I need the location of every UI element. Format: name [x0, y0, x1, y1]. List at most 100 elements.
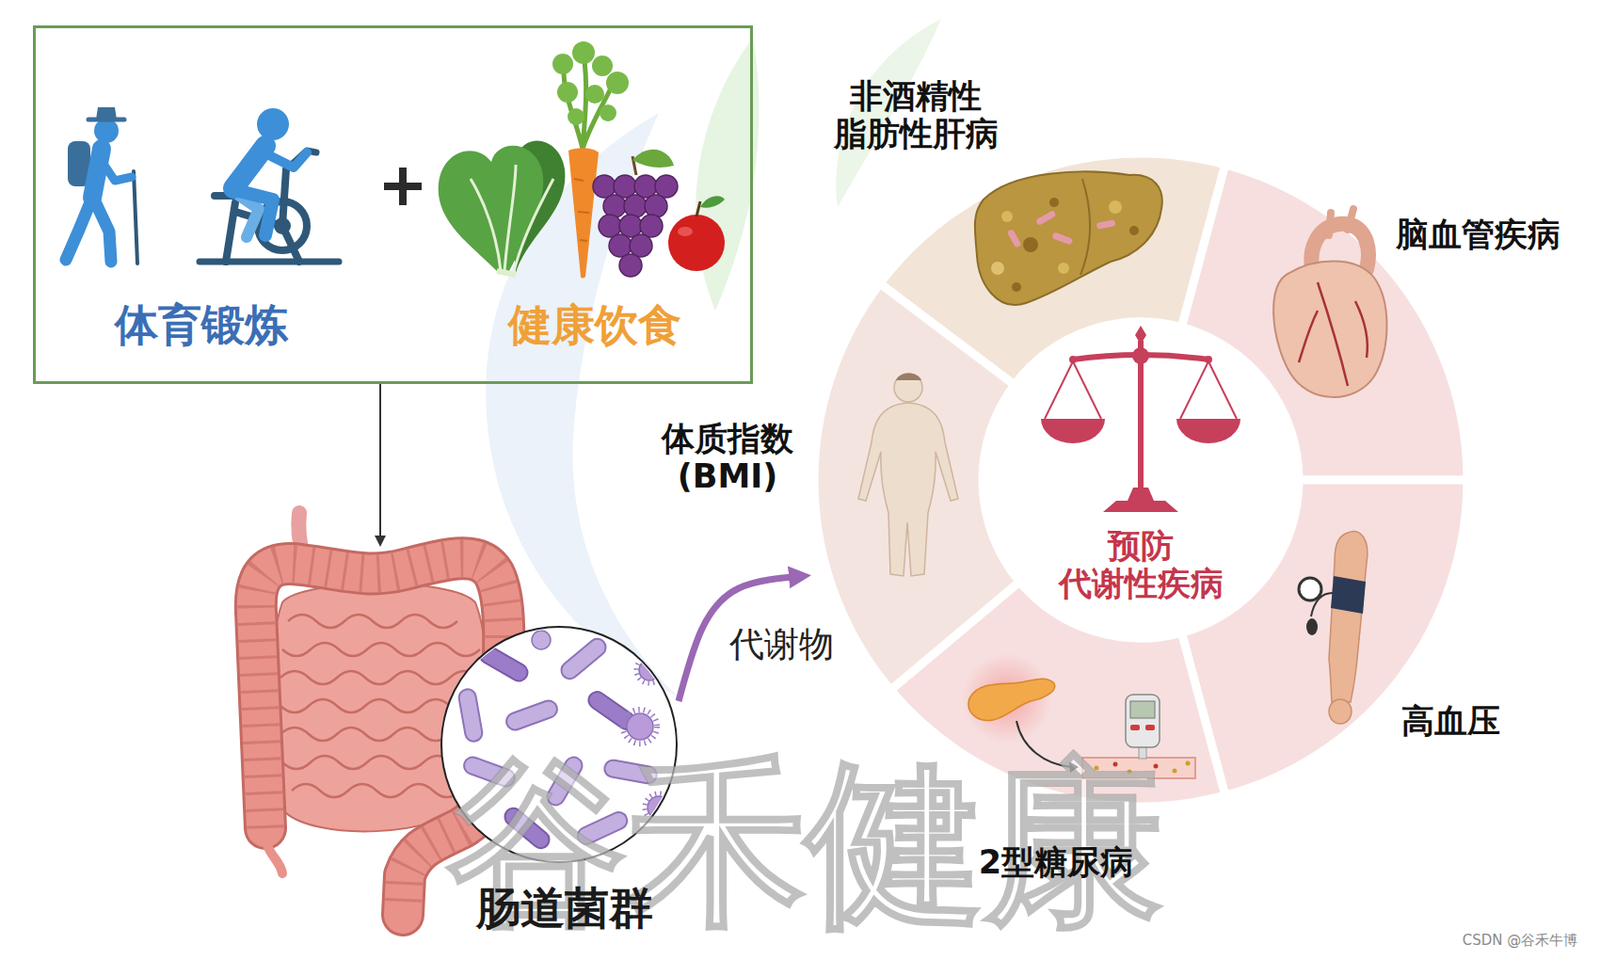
segment-label: 2型糖尿病 [978, 843, 1134, 881]
hiker-icon [65, 107, 138, 264]
liver-illustration-part [1011, 282, 1022, 292]
microbiota-label: 肠道菌群 [476, 882, 654, 934]
vegetables-icon-part [696, 201, 701, 217]
diabetes-illustration-part [1145, 724, 1155, 731]
vegetables-icon-part-part [634, 175, 657, 198]
disease-ring [814, 153, 1468, 807]
cyclist-icon-part [256, 108, 289, 141]
credit-text: CSDN @谷禾牛博 [1462, 932, 1579, 949]
segment-label: 体质指数 (BMI) [661, 419, 794, 496]
vegetables-icon-part-part [624, 194, 647, 218]
vegetables-icon-part [585, 84, 605, 104]
cyclist-icon [199, 108, 339, 262]
liver-illustration-part [1057, 262, 1070, 274]
vegetables-icon-part [606, 71, 629, 95]
hiker-icon-part [133, 171, 138, 264]
bacteria-illustration-part-part [558, 635, 609, 683]
heart-illustration [1273, 208, 1387, 398]
vegetables-icon-part [592, 175, 678, 277]
balance-scale-part [1176, 418, 1241, 444]
intestine-illustration-part [282, 642, 480, 656]
vegetables-icon-part [700, 195, 725, 208]
balance-scale-part [1127, 487, 1154, 501]
liver-illustration-part [991, 261, 1005, 275]
balance-scale-part [1132, 347, 1150, 365]
heart-illustration-part [1298, 282, 1368, 386]
vegetables-icon-part-part [619, 254, 642, 277]
liver-illustration-part [1108, 200, 1122, 214]
cyclist-icon-part [263, 152, 307, 168]
cerebrovascular-segment: 脑血管疾病 [1181, 164, 1468, 480]
intestine-illustration-part [280, 671, 479, 685]
vegetables-icon-part-part [613, 175, 637, 198]
edge-label: 代谢物 [727, 624, 836, 666]
hiker-icon-part [88, 117, 125, 123]
vegetables-icon-part [574, 178, 590, 241]
vegetables-icon-part [552, 53, 574, 75]
vegetables-icon-part [557, 81, 578, 103]
liver-segment: 非酒精性 脂肪性肝病 [880, 153, 1226, 385]
vegetables-icon-part-part [608, 234, 632, 257]
bacteria-illustration-part-part [636, 656, 663, 684]
vegetables-icon [438, 41, 725, 279]
heart-illustration-part [1273, 261, 1387, 398]
body-figure [858, 373, 959, 577]
vegetables-icon-part [677, 226, 693, 237]
diabetes-illustration-part [968, 678, 1056, 720]
exercise-label: 体育锻炼 [114, 300, 288, 351]
hypertension-segment: 高血压 [1181, 480, 1468, 796]
intestine-illustration-part [288, 614, 458, 628]
vegetables-icon-part [668, 214, 725, 272]
cyclist-icon-part [235, 190, 273, 236]
diet-label: 健康饮食 [508, 300, 682, 351]
plus-symbol-part [399, 167, 407, 206]
liver-illustration-part [975, 171, 1163, 305]
hiker-icon-part [65, 197, 93, 260]
blood-pressure-illustration-part [1298, 577, 1322, 601]
bmi-segment: 体质指数 (BMI) [814, 283, 1020, 690]
segment-label: 高血压 [1401, 702, 1501, 740]
vegetables-icon-part-part [598, 214, 622, 238]
flow-arrow [379, 384, 382, 545]
vegetables-icon-part [567, 108, 585, 126]
liver-illustration [975, 171, 1163, 305]
vegetables-icon-part-part [619, 214, 642, 238]
vegetables-icon-part [496, 271, 516, 275]
cyclist-icon-part [273, 217, 291, 235]
vegetables-icon-part [592, 55, 613, 77]
balance-scale-part [1044, 361, 1237, 419]
blood-pressure-illustration-part [1328, 699, 1352, 724]
vegetables-icon-part-part [629, 234, 653, 257]
vegetables-icon-part [632, 149, 674, 168]
segment-label: 脑血管疾病 [1395, 215, 1561, 254]
bacteria-illustration-part-part [457, 688, 483, 743]
bacteria-illustration-part-part [626, 713, 654, 740]
vegetables-icon-part [599, 104, 617, 122]
prevention-center: 预防 代谢性疾病 [982, 321, 1299, 639]
diabetes-illustration-part [1172, 768, 1178, 774]
body-figure-part [896, 373, 922, 382]
heart-illustration-part [1328, 208, 1354, 236]
bacteria-illustration-part-part [504, 698, 560, 733]
vegetables-icon-part-part [640, 214, 663, 238]
vegetables-icon-part-part [592, 175, 616, 198]
body-figure-part [894, 373, 923, 402]
liver-illustration-part [1035, 209, 1057, 226]
vegetables-icon-part [568, 147, 599, 278]
liver-illustration-part [1049, 197, 1059, 208]
blood-pressure-illustration-part [1328, 531, 1368, 703]
vegetables-icon-part-part [603, 194, 626, 218]
bacteria-illustration-part-part [476, 642, 530, 685]
diabetes-illustration-part [1130, 724, 1140, 731]
liver-illustration-part [1096, 219, 1117, 229]
balance-scale-part [1040, 418, 1105, 444]
intestine-illustration-part [267, 845, 283, 874]
diabetes-illustration-part [1130, 701, 1155, 719]
vegetables-icon-part [470, 164, 554, 272]
lifestyle-box: 体育锻炼 健康饮食 [32, 25, 753, 384]
segment-label: 非酒精性 脂肪性肝病 [833, 77, 999, 154]
body-figure-part [858, 402, 959, 576]
diabetes-segment: 2型糖尿病 [890, 581, 1226, 807]
liver-illustration-part [1001, 210, 1013, 223]
intestine-illustration-part [291, 784, 462, 798]
